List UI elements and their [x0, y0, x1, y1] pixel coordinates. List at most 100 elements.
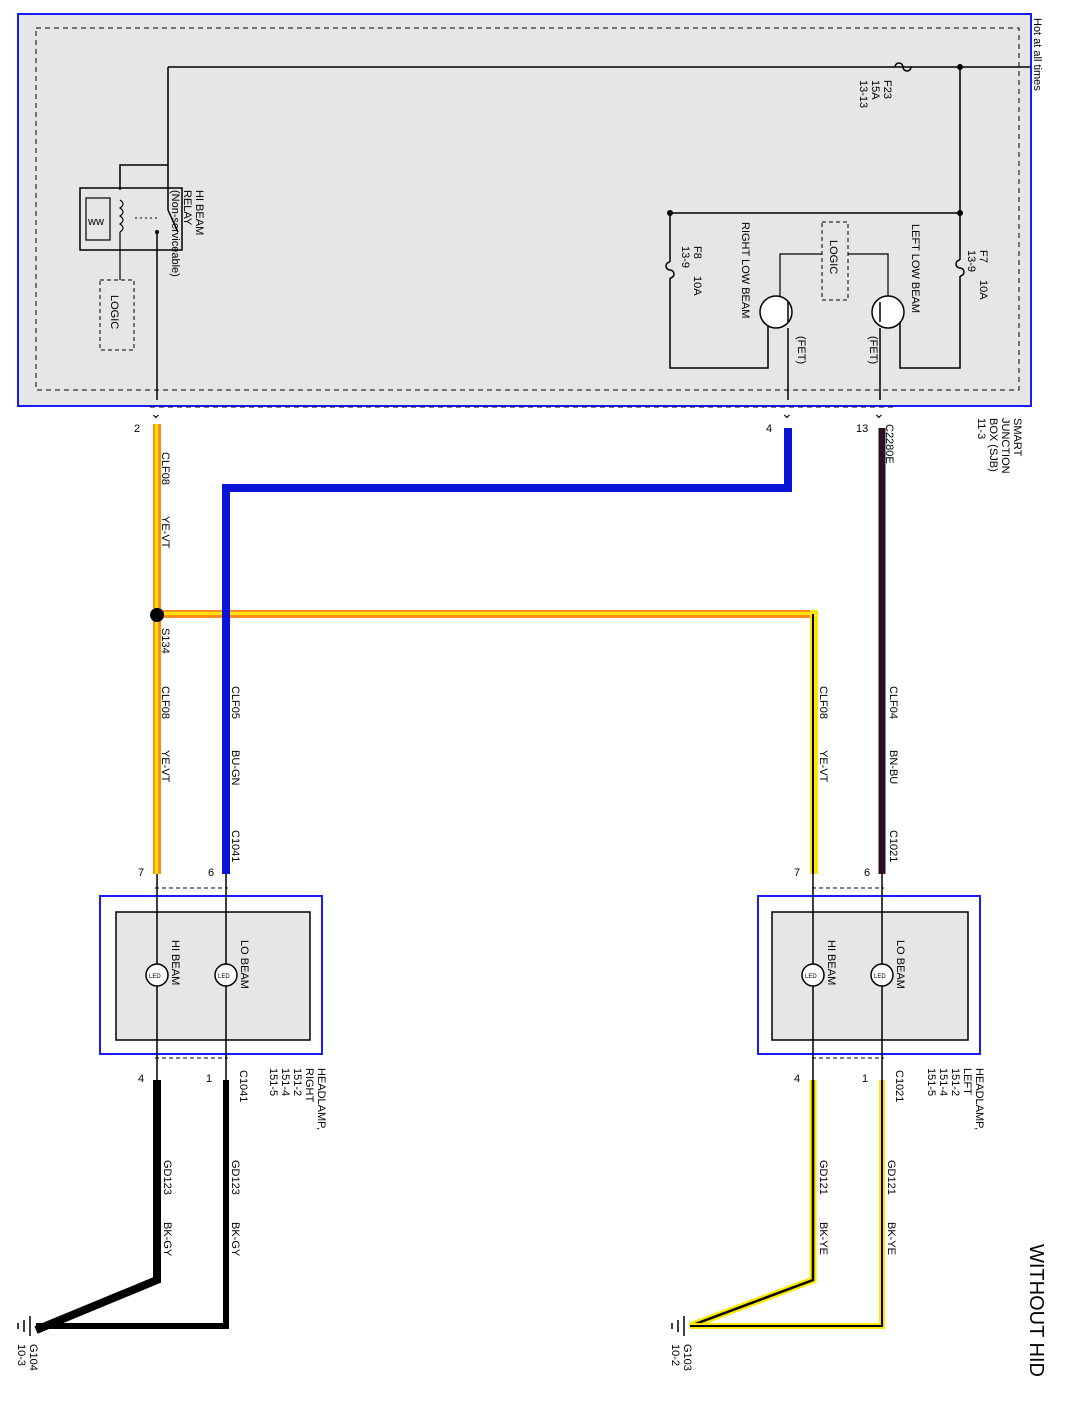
headlamp-right-line3: 151-2: [291, 1068, 303, 1096]
f8-wire-bottom: [669, 278, 769, 369]
ground-g103-icon: [671, 1316, 685, 1336]
relay-coil-frame: [85, 197, 111, 241]
logic-to-right-fet: [779, 253, 822, 296]
left-hi-beam-label: HI BEAM: [825, 940, 837, 985]
wire-bkye-hi-label: BK-YE: [817, 1222, 829, 1255]
right-fet-label: (FET): [795, 336, 807, 364]
left-pin4: 4: [794, 1073, 800, 1085]
conn-c1041-lower: C1041: [237, 1070, 249, 1102]
headlamp-left-lo-bulb-text: LED: [874, 974, 886, 980]
wire-clf05-label: CLF05: [229, 686, 241, 719]
relay-label-line2: RELAY: [181, 190, 193, 226]
ground-g103-label: G103: [681, 1344, 693, 1371]
wire-gd123-hi: [34, 1080, 161, 1334]
sjb-pin2: 2: [134, 423, 140, 435]
fuse-f8-symbol: [665, 261, 675, 279]
ground-g103-ref: 10-2: [669, 1344, 681, 1366]
left-fet-icon: [871, 295, 905, 329]
wire-gd123-lo: [36, 1080, 229, 1329]
headlamp-right-line5: 151-5: [267, 1068, 279, 1096]
wire-bkgy-hi-label: BK-GY: [161, 1222, 173, 1257]
low-beam-logic-box: [821, 221, 849, 301]
sjb-pin13-chevron: ⌄: [873, 405, 885, 421]
fuse-f8-rating: 10A: [691, 276, 703, 296]
wire-yevt-mid-label: YE-VT: [159, 750, 171, 783]
sjb-outer-box: [17, 13, 1032, 407]
sjb-pin4-chevron: ⌄: [781, 405, 793, 421]
logic-to-left-fet: [848, 253, 889, 296]
right-low-beam-label: RIGHT LOW BEAM: [739, 222, 751, 318]
wire-clf08-right-stripe: [155, 424, 158, 874]
headlamp-right-line2: RIGHT: [303, 1068, 315, 1103]
headlamp-right-line1: HEADLAMP,: [315, 1068, 327, 1130]
ground-g104-icon: [17, 1316, 31, 1336]
left-pin1: 1: [862, 1073, 868, 1085]
sjb-name-line3: BOX (SJB): [987, 418, 999, 472]
relay-switch-arm: [167, 209, 179, 233]
wire-bnbu-label: BN-BU: [887, 750, 899, 784]
headlamp-right-hi-bulb-icon: [145, 963, 169, 987]
headlamp-left-line1: HEADLAMP,: [973, 1068, 985, 1130]
wire-gd121-hi-yellow: [688, 1080, 817, 1330]
wire-clf05-blue: [222, 428, 792, 874]
right-fet-icon: [759, 295, 793, 329]
relay-resistor-icon: ww: [87, 216, 104, 228]
left-pin6: 6: [864, 867, 870, 879]
conn-c1021-label: C1021: [887, 830, 899, 862]
conn-c1021-lower: C1021: [893, 1070, 905, 1102]
headlamp-left-hi-bulb-text: LED: [805, 974, 817, 980]
wire-clf08-mid-label: CLF08: [159, 686, 171, 719]
right-hi-beam-label: HI BEAM: [169, 940, 181, 985]
wire-clf08-top-label: CLF08: [159, 452, 171, 485]
wire-yevt-left-label: YE-VT: [817, 750, 829, 783]
left-pin7: 7: [794, 867, 800, 879]
fuse-f23-ref: 13-13: [857, 80, 869, 108]
sjb-name-line4: 11-3: [975, 418, 987, 439]
fuse-f7-rating: 10A: [977, 280, 989, 300]
power-note: Hot at all times: [1031, 18, 1043, 91]
wire-clf04-label: CLF04: [887, 686, 899, 719]
headlamp-left-line4: 151-4: [937, 1068, 949, 1096]
relay-label-line3: (Non-serviceable): [169, 190, 181, 277]
wire-clf08-left-black: [812, 614, 814, 874]
conn-c1041-label: C1041: [229, 830, 241, 862]
headlamp-right-lo-bulb-text: LED: [218, 974, 230, 980]
wire-bugn-label: BU-GN: [229, 750, 241, 786]
splice-label: S134: [159, 628, 171, 654]
headlamp-left-line3: 151-2: [949, 1068, 961, 1096]
left-lo-beam-label: LO BEAM: [894, 940, 906, 989]
right-pin6: 6: [208, 867, 214, 879]
headlamp-right-inner: [115, 911, 311, 1041]
headlamp-left-line5: 151-5: [925, 1068, 937, 1096]
headlamp-right-lo-bulb-icon: [214, 963, 238, 987]
right-lo-beam-label: LO BEAM: [238, 940, 250, 989]
wire-yevt-top-label: YE-VT: [159, 516, 171, 549]
left-fet-label: (FET): [867, 336, 879, 364]
sjb-connector-id: C2280E: [883, 424, 895, 464]
right-pin4: 4: [138, 1073, 144, 1085]
headlamp-left-line2: LEFT: [961, 1068, 973, 1095]
wire-clf08-cross-stripe: [157, 612, 817, 615]
fuse-f23-label: F23: [881, 80, 893, 99]
fuse-f8-ref: 13-9: [679, 246, 691, 268]
wire-gd123-lo-label: GD123: [229, 1160, 241, 1195]
splice-s134: [150, 608, 164, 622]
fuse-f8-label: F8: [691, 246, 703, 259]
right-pin7: 7: [138, 867, 144, 879]
low-beam-logic-label: LOGIC: [827, 240, 839, 274]
ground-g104-label: G104: [27, 1344, 39, 1371]
sjb-pin2-chevron: ⌄: [150, 405, 162, 421]
f7-wire-bottom: [899, 276, 961, 369]
wire-gd121-lo-label: GD121: [885, 1160, 897, 1195]
sjb-inner-dashed: [35, 27, 1020, 391]
sjb-name-line1: SMART: [1011, 418, 1023, 457]
hi-beam-relay-box: [79, 187, 183, 251]
wire-clf08-left-label: CLF08: [817, 686, 829, 719]
fuse-f23-symbol: [894, 62, 912, 72]
fuse-f23-rating: 15A: [869, 80, 881, 100]
sjb-name-line2: JUNCTION: [999, 418, 1011, 474]
wire-bkgy-lo-label: BK-GY: [229, 1222, 241, 1257]
wire-gd121-hi-black: [689, 1080, 815, 1328]
right-pin1: 1: [206, 1073, 212, 1085]
